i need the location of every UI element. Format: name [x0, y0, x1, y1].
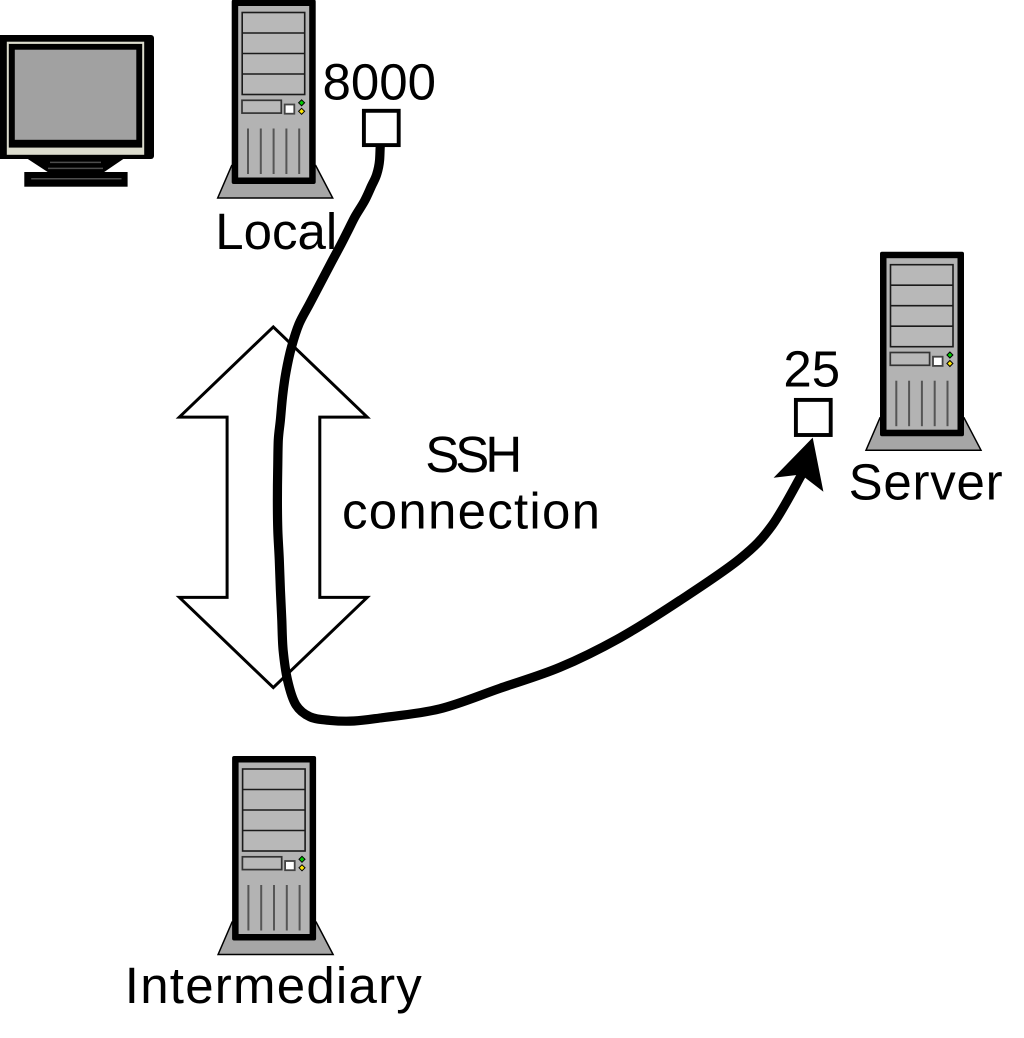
svg-text:connection: connection: [342, 482, 600, 539]
svg-text:Server: Server: [849, 454, 1003, 511]
svg-text:Intermediary: Intermediary: [125, 957, 423, 1014]
svg-text:25: 25: [783, 341, 840, 398]
svg-text:Local: Local: [215, 203, 337, 260]
svg-text:8000: 8000: [323, 54, 436, 111]
svg-text:SSH: SSH: [425, 426, 522, 483]
